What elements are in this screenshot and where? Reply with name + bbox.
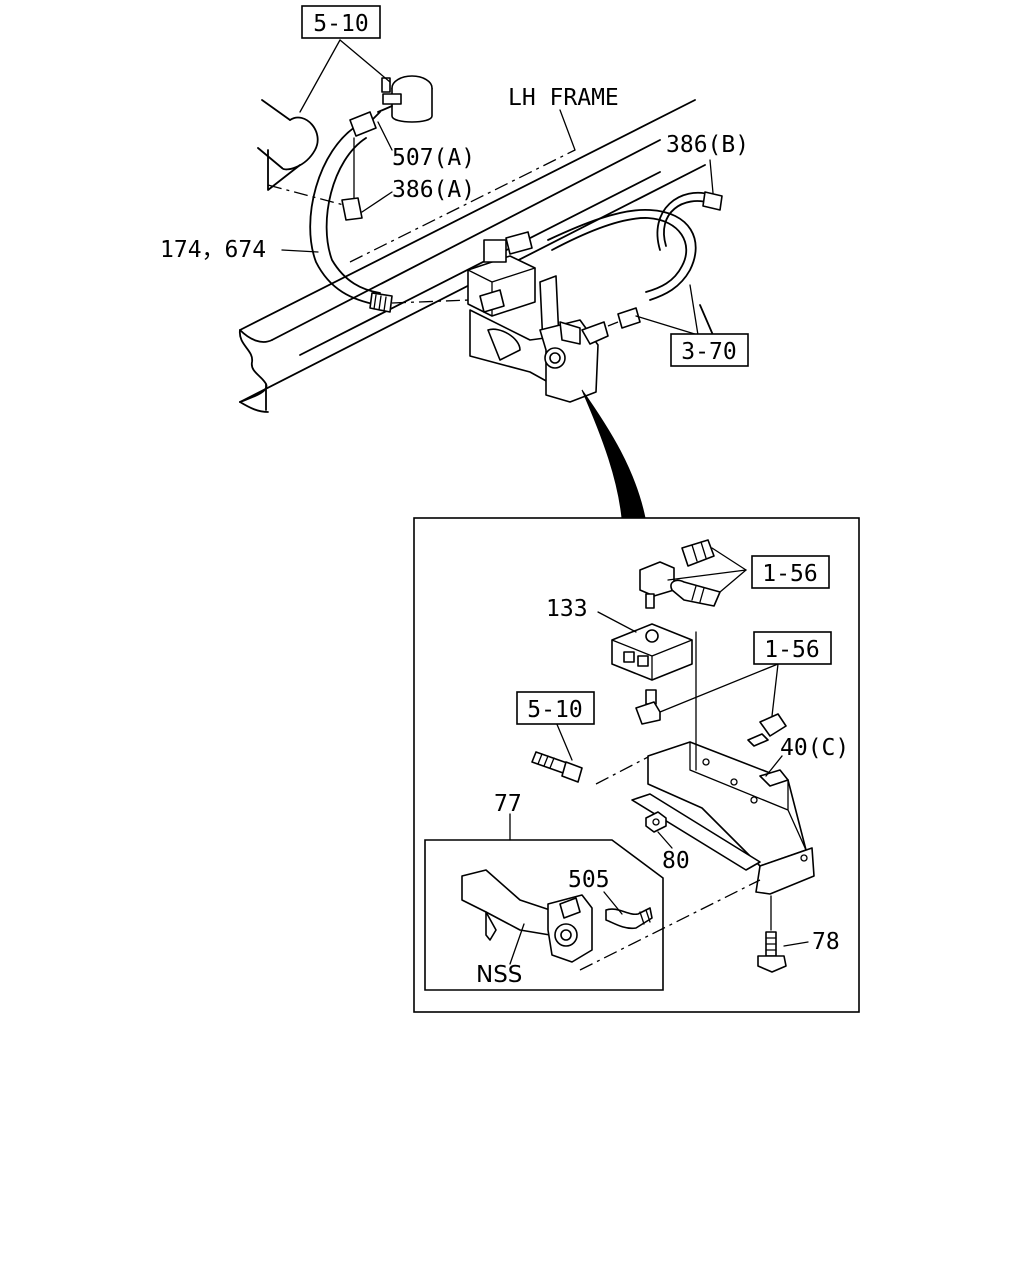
callout-507a: 507(A) [392,145,475,171]
callout-505: 505 [568,867,610,893]
callout-1-56-lower: 1-56 [764,637,819,663]
check-valve [369,75,433,123]
callout-5-10-detail: 5-10 [527,697,582,723]
callout-40c: 40(C) [780,735,849,761]
callout-78: 78 [812,929,840,955]
callout-77: 77 [494,791,522,817]
callout-nss: NSS [476,962,522,988]
ref-box-1-56-upper [751,555,830,589]
detail-leaders [509,547,809,965]
callout-3-70: 3-70 [681,339,736,365]
bolt-78 [757,895,787,973]
callout-174-674: 174，674 [160,237,266,263]
ref-box-3-70 [670,333,749,367]
elbow-fittings [639,539,721,609]
bolt-40c [747,713,787,747]
ref-box-5-10-detail [516,691,595,725]
frame-label: LH FRAME [508,85,619,111]
frame-rail [239,99,706,413]
callout-1-56-upper: 1-56 [762,561,817,587]
air-hose [309,111,471,313]
valve-bracket-assembly [467,231,641,403]
callout-133: 133 [546,596,588,622]
bracket [631,631,815,895]
ref-box-5-10-top [301,5,381,39]
callout-386b: 386(B) [666,132,749,158]
ref-box-1-56-lower [753,631,832,665]
valve-133 [611,623,693,725]
callout-386a: 386(A) [392,177,475,203]
callout-5-10-top: 5-10 [313,11,368,37]
upper-leaders [281,39,714,336]
air-tank [257,99,356,209]
nut-80 [645,811,667,833]
detail-arrow [581,389,646,519]
callout-80: 80 [662,848,690,874]
stud [531,751,651,785]
valve-assembly-77 [461,869,761,971]
